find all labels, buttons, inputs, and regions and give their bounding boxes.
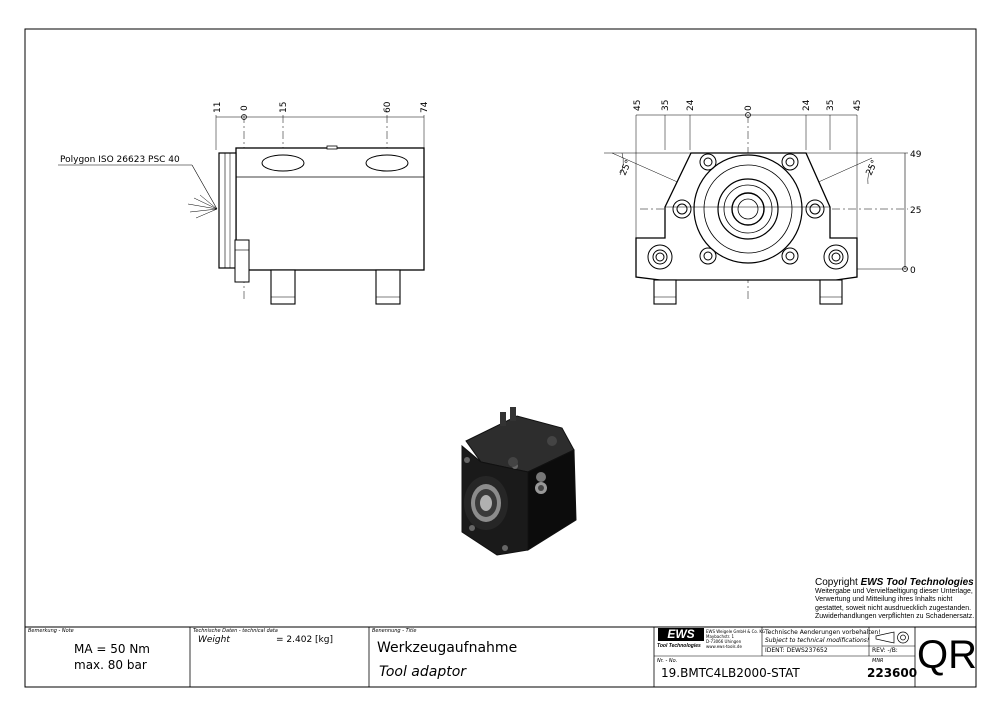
changes-en: Subject to technical modifications! <box>765 637 870 644</box>
company-line-2: Maybachstr. 1 <box>706 634 735 639</box>
isometric-view <box>461 407 577 556</box>
company-line-3: D-73066 Uhingen <box>706 639 742 644</box>
dim-side-0: 0 <box>240 105 250 111</box>
dim-front-24-left: 24 <box>686 99 696 111</box>
ews-logo-sub: Tool Technologies <box>657 643 701 649</box>
copyright-line-1: Weitergabe und Vervielfaeltigung dieser … <box>815 588 973 595</box>
company-line-4: www.ews-tools.de <box>706 644 742 649</box>
side-view <box>58 114 425 305</box>
copyright-prefix: Copyright <box>815 577 861 588</box>
changes-de: Technische Aenderungen vorbehalten! <box>765 629 881 636</box>
title-block-grid <box>25 626 976 687</box>
dim-side-15: 15 <box>279 102 289 113</box>
copyright-line-2: Verwertung und Mitteilung ihres Inhalts … <box>815 596 953 604</box>
polygon-callout: Polygon ISO 26623 PSC 40 <box>60 155 180 165</box>
title-header: Benennung - Title <box>372 628 417 634</box>
ident-number: IDENT: DEWS237652 <box>765 647 828 654</box>
sheet-frame <box>24 28 977 688</box>
dim-front-24-right: 24 <box>802 99 812 111</box>
dim-right-25: 25 <box>910 206 921 216</box>
dim-front-45-right: 45 <box>853 100 863 111</box>
remark-pressure: max. 80 bar <box>74 658 147 672</box>
dim-front-0: 0 <box>744 105 754 111</box>
revision: REV: -/B: <box>872 647 898 654</box>
angle-right: 25° <box>865 159 881 178</box>
qr-code-label: QR <box>917 633 977 677</box>
title-english: Tool adaptor <box>379 664 467 680</box>
tech-data-header: Technische Daten - technical data <box>193 628 278 634</box>
front-view <box>604 112 908 305</box>
remark-torque: MA = 50 Nm <box>74 642 150 656</box>
remark-header: Bemerkung - Note <box>28 628 74 634</box>
copyright-brand: EWS Tool Technologies <box>860 577 974 588</box>
dim-right-49: 49 <box>910 150 922 160</box>
nr-header: Nr. - No. <box>657 658 678 664</box>
part-number: 19.BMTC4LB2000-STAT <box>661 666 800 680</box>
title-german: Werkzeugaufnahme <box>377 640 518 656</box>
copyright-line-4: Zuwiderhandlungen verpflichten zu Schade… <box>815 613 975 621</box>
dim-side-74: 74 <box>420 101 430 113</box>
dim-right-0: 0 <box>910 266 916 276</box>
mnr-header: MNR <box>872 658 884 664</box>
dim-front-35-left: 35 <box>661 100 671 111</box>
copyright-notice: Copyright EWS Tool Technologies Weiterga… <box>815 577 975 622</box>
angle-left: 25° <box>619 159 635 178</box>
ews-logo: EWS <box>658 628 704 641</box>
dim-front-45-left: 45 <box>633 100 643 111</box>
dim-front-35-right: 35 <box>826 100 836 111</box>
company-address: EWS Weigele GmbH & Co. KG Maybachstr. 1 … <box>706 629 765 649</box>
company-line-1: EWS Weigele GmbH & Co. KG <box>706 629 766 634</box>
dim-side-60: 60 <box>383 101 393 113</box>
weight-value: = 2.402 [kg] <box>276 635 333 645</box>
mnr-number: 223600 <box>867 666 918 680</box>
dim-side-11: 11 <box>213 102 223 113</box>
copyright-line-3: gestattet, soweit nicht ausdruecklich zu… <box>815 604 972 612</box>
weight-label: Weight <box>198 635 230 645</box>
